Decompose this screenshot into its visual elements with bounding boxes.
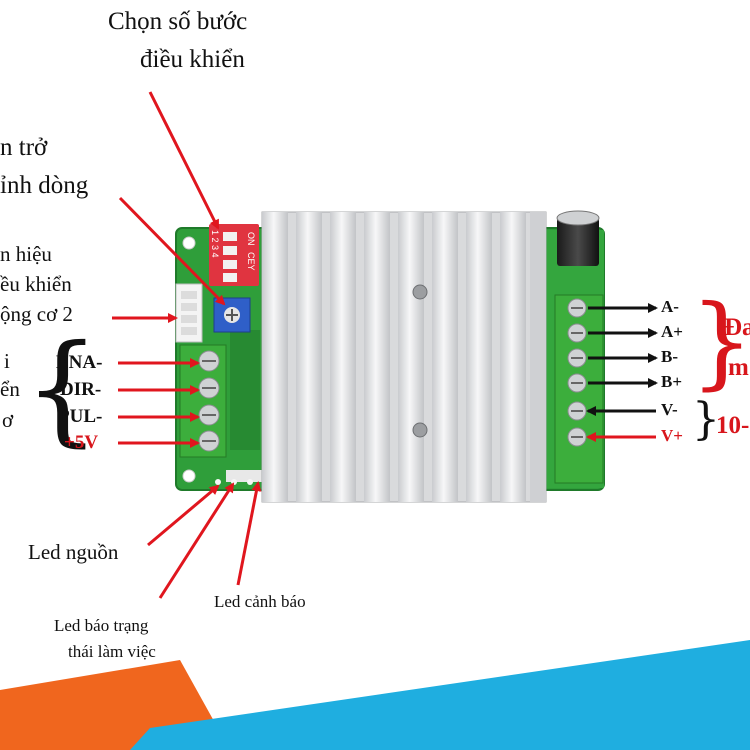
right-terminal-block — [554, 294, 604, 484]
capacitor — [556, 210, 600, 266]
pin-a-minus: A- — [661, 297, 679, 316]
motor-label-2: m — [728, 354, 749, 381]
led-power-label: Led nguồn — [28, 540, 119, 564]
signal-label-2: ều khiển — [0, 272, 72, 296]
pin-b-plus: B+ — [661, 372, 683, 391]
arrow-led-warning — [236, 481, 262, 586]
potentiometer — [213, 297, 251, 333]
arrow-led-status — [158, 482, 235, 599]
pin-pul: PUL- — [58, 406, 103, 427]
pin-dir: DIR- — [60, 379, 102, 400]
pin-b-minus: B- — [661, 347, 678, 366]
motor-brace: } — [690, 283, 750, 400]
signal-header — [175, 283, 203, 343]
led-status-label-1: Led báo trạng — [54, 616, 149, 635]
pin-ena: ENA- — [56, 352, 103, 373]
arrow-step-select — [148, 91, 220, 230]
motor-arrows — [586, 303, 658, 416]
signal-label-3: ộng cơ 2 — [0, 302, 73, 326]
heatsink — [261, 211, 547, 503]
arrow-pot — [118, 196, 226, 306]
led-status-label-2: thái làm việc — [68, 642, 156, 661]
pin-5v: +5V — [64, 432, 99, 453]
power-brace: } — [692, 394, 720, 445]
pin-v-plus: V+ — [661, 426, 683, 445]
dip-on-label: ON — [246, 232, 256, 246]
arrow-led-power — [147, 484, 220, 547]
dip-switch — [209, 224, 259, 286]
dip-code-label: CEY — [246, 252, 256, 271]
step-select-label-2: điều khiển — [140, 46, 245, 73]
signal-label-1: n hiệu — [0, 242, 52, 266]
bottom-banner — [0, 640, 750, 750]
left-partial-2: ển — [0, 377, 20, 401]
left-partial-3: ơ — [2, 408, 14, 432]
voltage-label: 10- — [716, 412, 750, 439]
led-warning-label: Led cảnh báo — [214, 592, 306, 611]
left-partial-1: i — [4, 349, 10, 373]
motor-label-1: Đa — [724, 314, 750, 341]
left-brace: { — [24, 320, 101, 459]
step-select-label-1: Chọn số bước — [108, 8, 248, 35]
pin-v-minus: V- — [661, 400, 678, 419]
pot-label-2: ỉnh dòng — [0, 172, 89, 199]
pin-a-plus: A+ — [661, 322, 683, 341]
dip-numbers: 1 2 3 4 — [210, 230, 220, 258]
annotation-arrows — [112, 91, 656, 599]
pot-label-1: n trở — [0, 134, 48, 161]
